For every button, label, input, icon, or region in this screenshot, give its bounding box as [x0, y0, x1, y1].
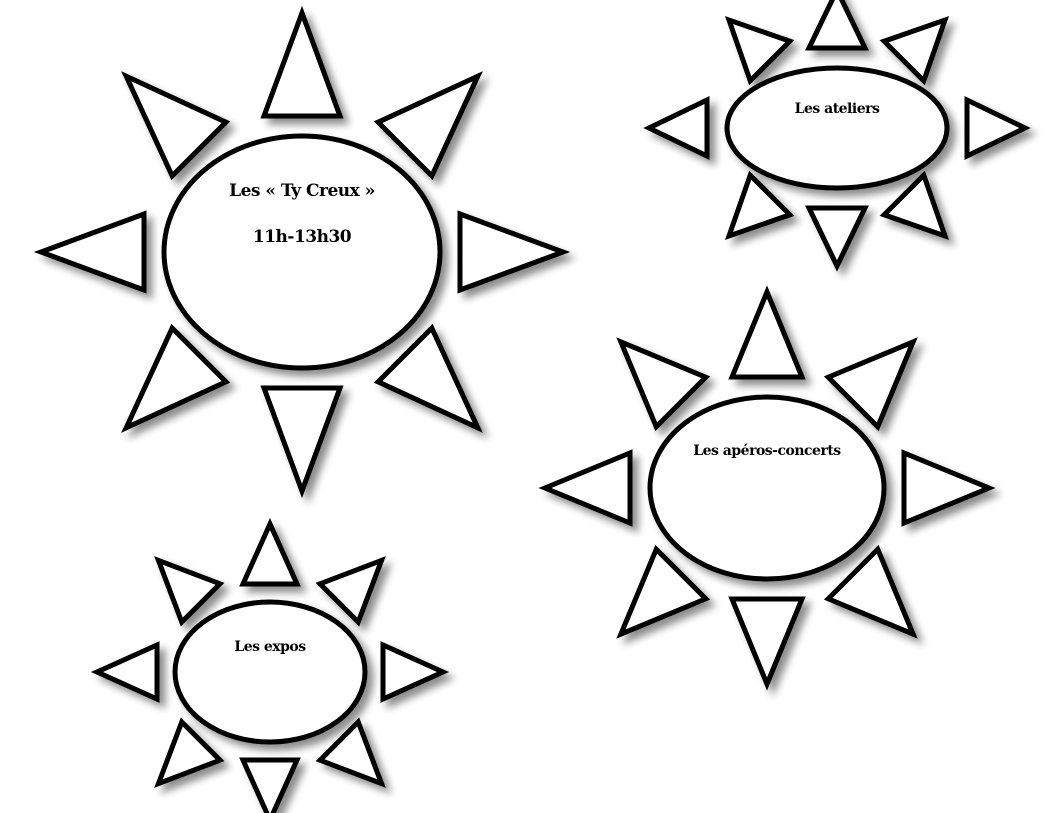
ray-up-left-triangle: [729, 20, 790, 81]
ray-up-triangle: [264, 13, 340, 116]
ray-up-right-triangle: [320, 560, 382, 622]
sun-title-text: Les apéros-concerts: [693, 443, 841, 459]
sun-ty-creux: Les « Ty Creux » 11h-13h30: [41, 13, 563, 491]
ray-up-right-triangle: [884, 20, 945, 81]
sun-title-text: Les ateliers: [795, 101, 880, 117]
ray-down-right-triangle: [378, 328, 478, 428]
ray-left-triangle: [649, 100, 707, 156]
ray-up-triangle: [732, 292, 802, 377]
ray-down-triangle: [732, 599, 802, 684]
sun-expos: Les expos: [97, 524, 443, 813]
sun-center-ellipse: [650, 397, 884, 579]
ray-down-left-triangle: [126, 328, 226, 428]
sun-title-text: Les « Ty Creux »: [229, 181, 375, 201]
ray-up-left-triangle: [158, 560, 220, 622]
ray-down-triangle: [264, 388, 340, 491]
ray-left-triangle: [545, 453, 630, 523]
ray-down-right-triangle: [828, 549, 913, 634]
ray-right-triangle: [460, 214, 563, 290]
ray-up-right-triangle: [828, 342, 913, 427]
ray-up-left-triangle: [126, 76, 226, 176]
ray-up-left-triangle: [621, 342, 706, 427]
sun-title-text: Les expos: [234, 639, 306, 655]
ray-up-right-triangle: [378, 76, 478, 176]
ray-down-left-triangle: [621, 549, 706, 634]
ray-left-triangle: [41, 214, 144, 290]
ray-up-triangle: [809, 0, 865, 48]
ray-down-left-triangle: [729, 175, 790, 236]
sun-center-ellipse: [727, 68, 947, 188]
sun-hours-text: 11h-13h30: [253, 227, 352, 247]
ray-down-triangle: [243, 760, 297, 813]
ray-right-triangle: [904, 453, 989, 523]
ray-right-triangle: [967, 100, 1025, 156]
ray-left-triangle: [97, 645, 157, 699]
ray-down-left-triangle: [158, 722, 220, 784]
ray-up-triangle: [243, 524, 297, 584]
sun-center-ellipse: [164, 136, 440, 368]
sun-aperos-concerts: Les apéros-concerts: [545, 292, 989, 684]
ray-down-right-triangle: [884, 175, 945, 236]
sun-ateliers: Les ateliers: [649, 0, 1025, 266]
ray-down-right-triangle: [320, 722, 382, 784]
ray-right-triangle: [383, 645, 443, 699]
sun-center-ellipse: [175, 602, 365, 742]
ray-down-triangle: [809, 208, 865, 266]
